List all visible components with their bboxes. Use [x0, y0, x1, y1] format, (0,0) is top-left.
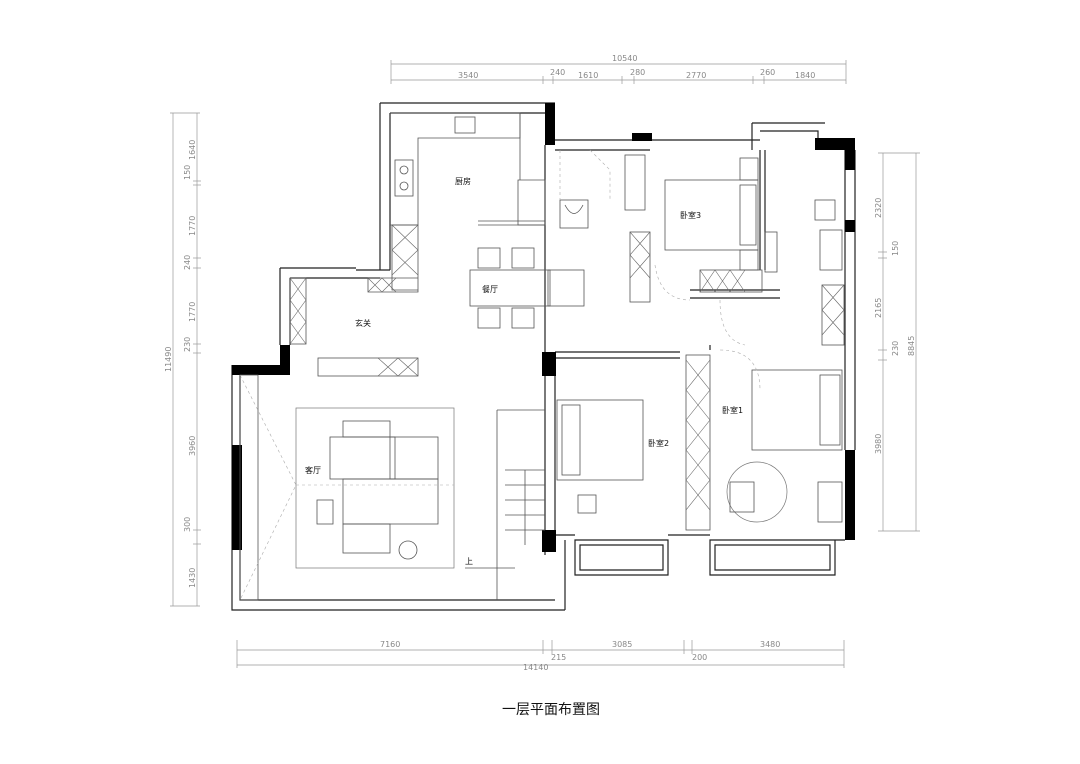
- dim-left-7: 300: [183, 517, 192, 532]
- dim-top-5: 260: [760, 68, 775, 77]
- label-dining: 餐厅: [482, 285, 498, 294]
- dim-top-total: 10540: [612, 54, 637, 63]
- dim-bottom-1: 215: [551, 653, 566, 662]
- structural-columns: [232, 103, 855, 552]
- dim-left-0: 1640: [188, 140, 197, 160]
- label-foyer: 玄关: [355, 318, 371, 328]
- dim-right-3: 230: [891, 341, 900, 356]
- dim-top-0: 3540: [458, 71, 478, 80]
- dim-bottom-total: 14140: [523, 663, 548, 672]
- dim-top-3: 280: [630, 68, 645, 77]
- dim-left-8: 1430: [188, 568, 197, 588]
- dim-left-1: 150: [183, 165, 192, 180]
- dim-right-4: 3980: [874, 434, 883, 454]
- bathroom-fixtures: [559, 149, 845, 346]
- dim-bottom-2: 3085: [612, 640, 632, 649]
- dim-top-1: 240: [550, 68, 565, 77]
- label-bedroom1: 卧室1: [722, 405, 743, 415]
- chair-icon: [729, 481, 755, 513]
- stove-icon: [394, 159, 414, 197]
- bedroom3-furniture: [654, 157, 778, 346]
- left-dimensions: 11490 1640 150 1770 240 1770 230 3960 30…: [164, 112, 201, 607]
- kitchen-fixtures: [367, 112, 546, 293]
- dim-top-6: 1840: [795, 71, 815, 80]
- dim-bottom-0: 7160: [380, 640, 400, 649]
- dim-right-2: 2165: [874, 298, 883, 318]
- sink-icon: [454, 116, 476, 134]
- dim-left-3: 240: [183, 255, 192, 270]
- dim-left-total: 11490: [164, 347, 173, 372]
- label-bedroom3: 卧室3: [680, 210, 701, 220]
- living-furniture: [239, 277, 545, 601]
- dim-left-5: 230: [183, 337, 192, 352]
- dim-right-0: 2320: [874, 198, 883, 218]
- right-dimensions: 2320 150 2165 230 3980 8845: [874, 152, 920, 532]
- label-stairs-up: 上: [465, 557, 473, 566]
- bedroom2-furniture: [556, 354, 711, 531]
- dining-table: [469, 247, 585, 329]
- dim-right-1: 150: [891, 241, 900, 256]
- dim-top-2: 1610: [578, 71, 598, 80]
- dim-left-4: 1770: [188, 302, 197, 322]
- label-kitchen: 厨房: [455, 176, 471, 186]
- dim-top-4: 2770: [686, 71, 706, 80]
- dim-bottom-3: 200: [692, 653, 707, 662]
- bedroom1-furniture: [719, 349, 843, 523]
- bottom-dimensions: 7160 215 3085 200 3480 14140: [236, 640, 845, 672]
- dim-bottom-4: 3480: [760, 640, 780, 649]
- label-bedroom2: 卧室2: [648, 438, 669, 448]
- dim-left-6: 3960: [188, 436, 197, 456]
- label-living: 客厅: [305, 465, 321, 475]
- walls: [231, 102, 856, 611]
- dim-right-total: 8845: [907, 336, 916, 356]
- top-dimensions: 10540 3540 240 1610 280 2770 260 1840: [390, 54, 847, 84]
- dim-left-2: 1770: [188, 216, 197, 236]
- drawing-title: 一层平面布置图: [502, 702, 600, 718]
- room-labels: 厨房 餐厅 玄关 客厅 卧室3 卧室2 卧室1 上: [305, 176, 743, 566]
